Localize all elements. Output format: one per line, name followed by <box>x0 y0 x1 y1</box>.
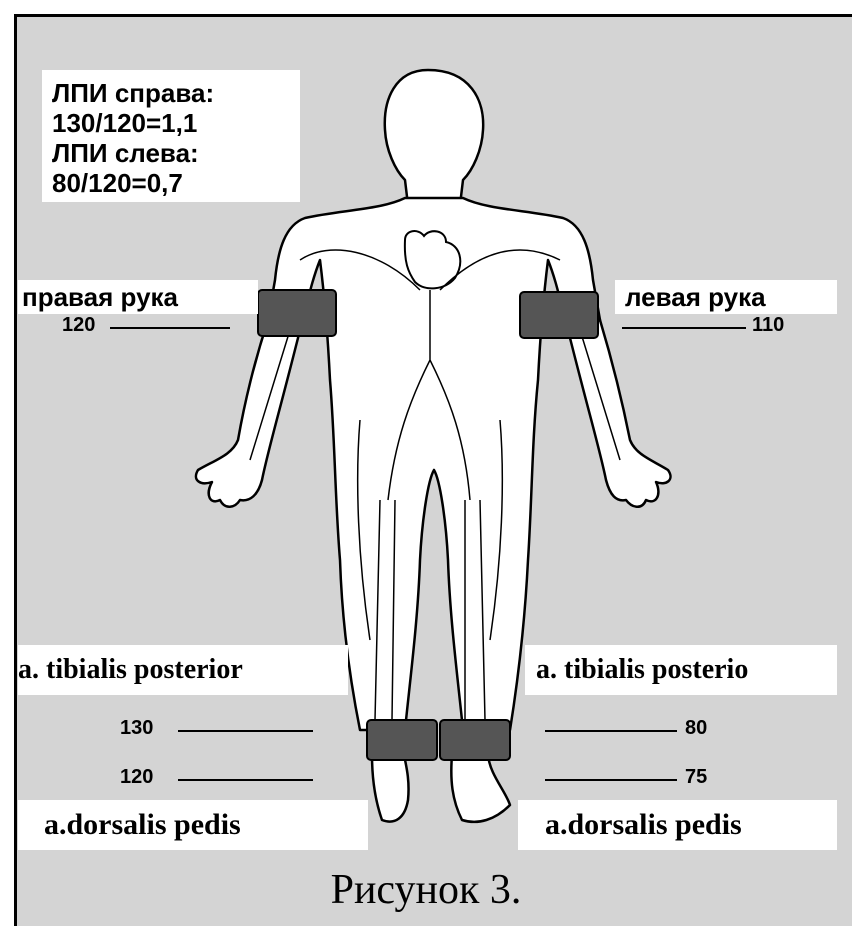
right-dorsalis-value: 120 <box>120 766 153 789</box>
left-foot <box>451 755 510 822</box>
tibialis-left-label: a. tibialis posterio <box>536 654 748 686</box>
left-tibialis-leader-line <box>545 730 677 732</box>
right-arm-value: 120 <box>62 314 95 337</box>
right-arm-leader-line <box>110 327 230 329</box>
right-dorsalis-leader-line <box>178 779 313 781</box>
tibialis-right-label: a. tibialis posterior <box>18 654 243 686</box>
right-ankle-cuff <box>367 720 437 760</box>
right-foot <box>372 755 409 822</box>
dorsalis-right-label: a.dorsalis pedis <box>44 808 241 842</box>
left-arm-value: 110 <box>752 314 784 337</box>
abi-right-formula: 130/120=1,1 <box>52 108 197 139</box>
abi-left-title: ЛПИ слева: <box>52 138 199 169</box>
left-dorsalis-leader-line <box>545 779 677 781</box>
right-tibialis-leader-line <box>178 730 313 732</box>
abi-right-title: ЛПИ справа: <box>52 78 214 109</box>
head <box>385 70 483 205</box>
right-arm-label: правая рука <box>22 282 178 313</box>
left-arm-leader-line <box>622 327 746 329</box>
figure-caption: Рисунок 3. <box>0 866 852 914</box>
left-dorsalis-value: 75 <box>685 766 707 789</box>
right-arm-cuff <box>258 290 336 336</box>
left-tibialis-value: 80 <box>685 717 707 740</box>
left-arm-cuff <box>520 292 598 338</box>
left-ankle-cuff <box>440 720 510 760</box>
left-arm <box>568 320 670 507</box>
right-tibialis-value: 130 <box>120 717 153 740</box>
left-arm-label: левая рука <box>625 282 766 313</box>
abi-left-formula: 80/120=0,7 <box>52 168 183 199</box>
dorsalis-left-label: a.dorsalis pedis <box>545 808 742 842</box>
